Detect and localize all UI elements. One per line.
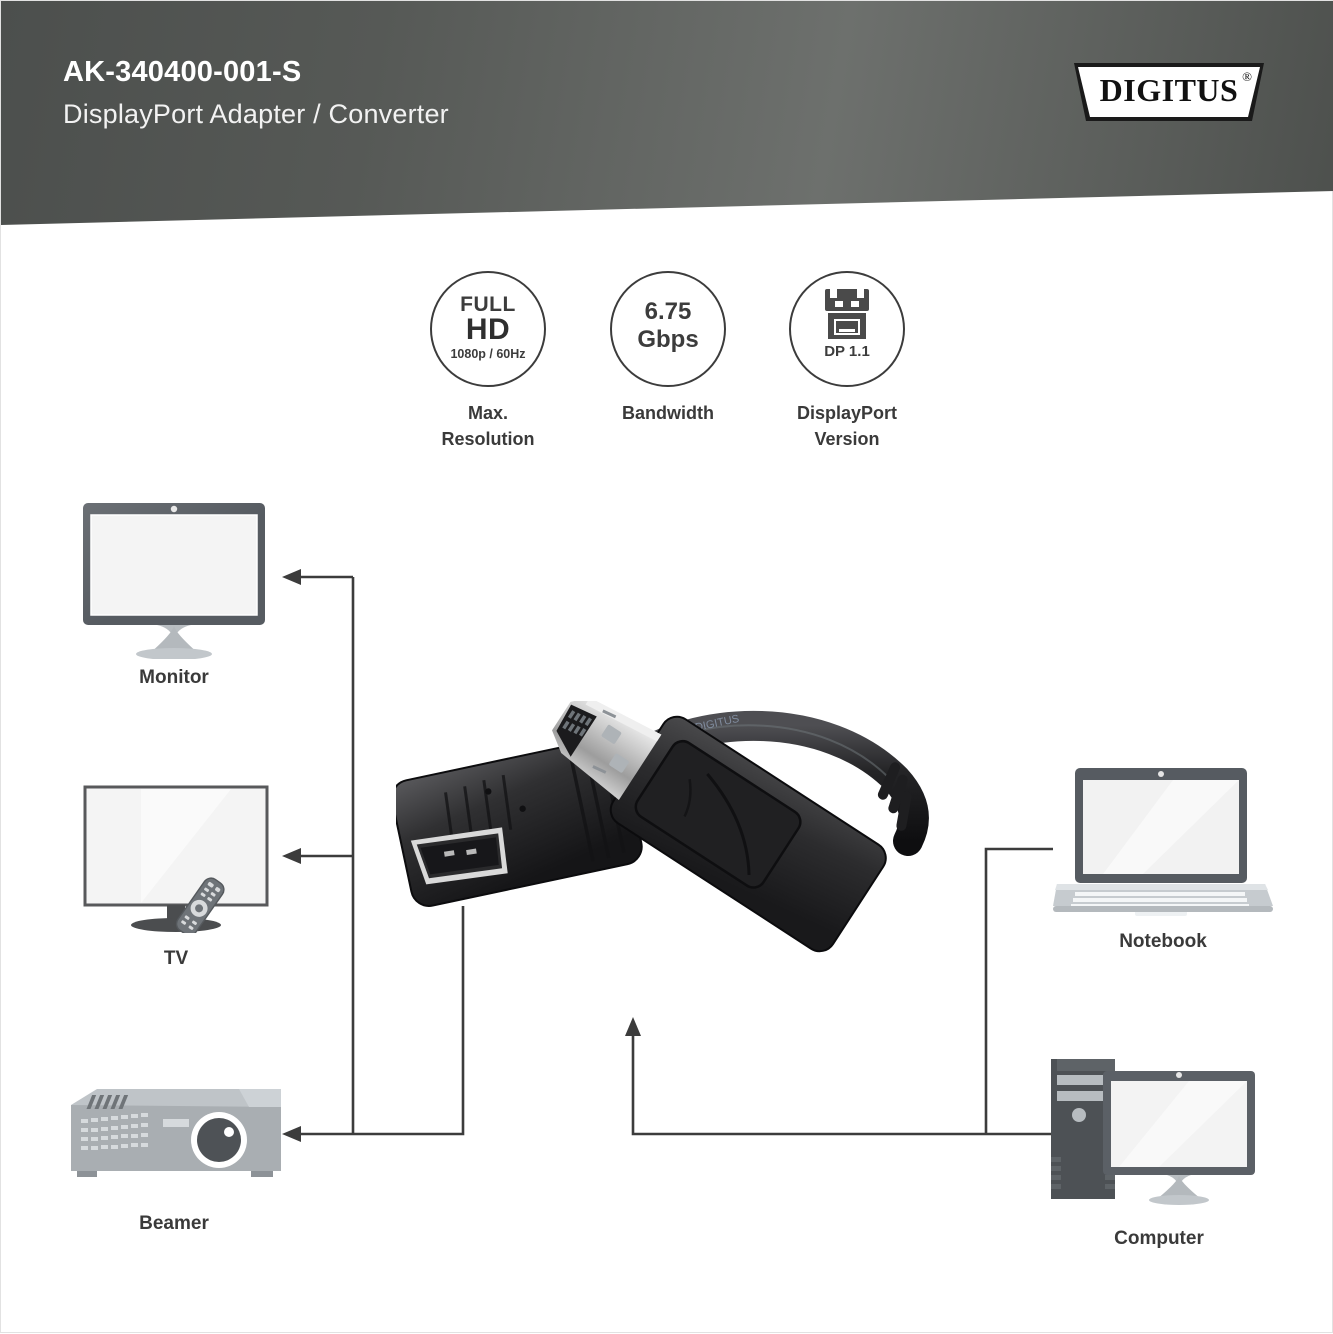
displayport-connector-icon [817,289,877,346]
caption-line-2: Version [814,428,880,449]
laptop-icon [1053,768,1273,916]
device-notebook: Notebook [1053,766,1273,966]
page-title: AK-340400-001-S [63,56,302,88]
caption-line-2: Resolution [441,428,535,449]
adapter-illustration: DIGITUS [390,697,929,953]
badge-circle: 6.75 Gbps [610,271,726,387]
device-label-monitor: Monitor [139,667,209,688]
full-hd-label-top: FULL [460,293,516,316]
device-label-beamer: Beamer [139,1213,209,1234]
page-header: AK-340400-001-S DisplayPort Adapter / Co… [1,1,1333,225]
bandwidth-value: 6.75 [644,298,692,325]
device-beamer: Beamer [59,1083,289,1263]
registered-trademark-icon: ® [1242,69,1252,84]
badge-caption: Max. Resolution [413,401,563,452]
badge-caption: DisplayPort Version [772,401,922,452]
arrow-tv [282,848,301,864]
caption-line-1: Bandwidth [622,403,714,423]
device-label-computer: Computer [1114,1228,1204,1249]
full-hd-label-main: HD [465,313,511,346]
dp-version-value: DP 1.1 [824,343,870,360]
logo-wordmark: DIGITUS [1099,72,1239,108]
feature-badges: FULL HD 1080p / 60Hz Max. Resolution 6.7… [1,271,1333,461]
digitus-logo: DIGITUS ® [1074,63,1264,121]
logo-plate [1078,67,1260,117]
arrow-monitor [282,569,301,585]
bandwidth-unit: Gbps [637,326,699,353]
resolution-detail: 1080p / 60Hz [450,347,526,361]
device-tv: TV [81,783,271,973]
desktop-computer-icon [1051,1059,1255,1205]
product-image-displayport-adapter: DIGITUS [390,697,966,1071]
badge-bandwidth: 6.75 Gbps Bandwidth [593,271,743,427]
badge-circle: DP 1.1 [789,271,905,387]
monitor-icon [83,503,265,660]
device-label-notebook: Notebook [1119,931,1207,952]
caption-line-1: DisplayPort [796,403,898,423]
device-label-tv: TV [163,948,189,969]
projector-icon [71,1089,281,1177]
caption-line-1: Max. [467,403,509,423]
page-subtitle: DisplayPort Adapter / Converter [63,99,449,129]
device-computer: Computer [1049,1053,1269,1253]
device-monitor: Monitor [79,499,269,689]
badge-displayport-version: DP 1.1 DisplayPort Version [772,271,922,452]
tv-icon [83,785,269,936]
badge-circle: FULL HD 1080p / 60Hz [430,271,546,387]
badge-caption: Bandwidth [593,401,743,427]
badge-max-resolution: FULL HD 1080p / 60Hz Max. Resolution [413,271,563,452]
